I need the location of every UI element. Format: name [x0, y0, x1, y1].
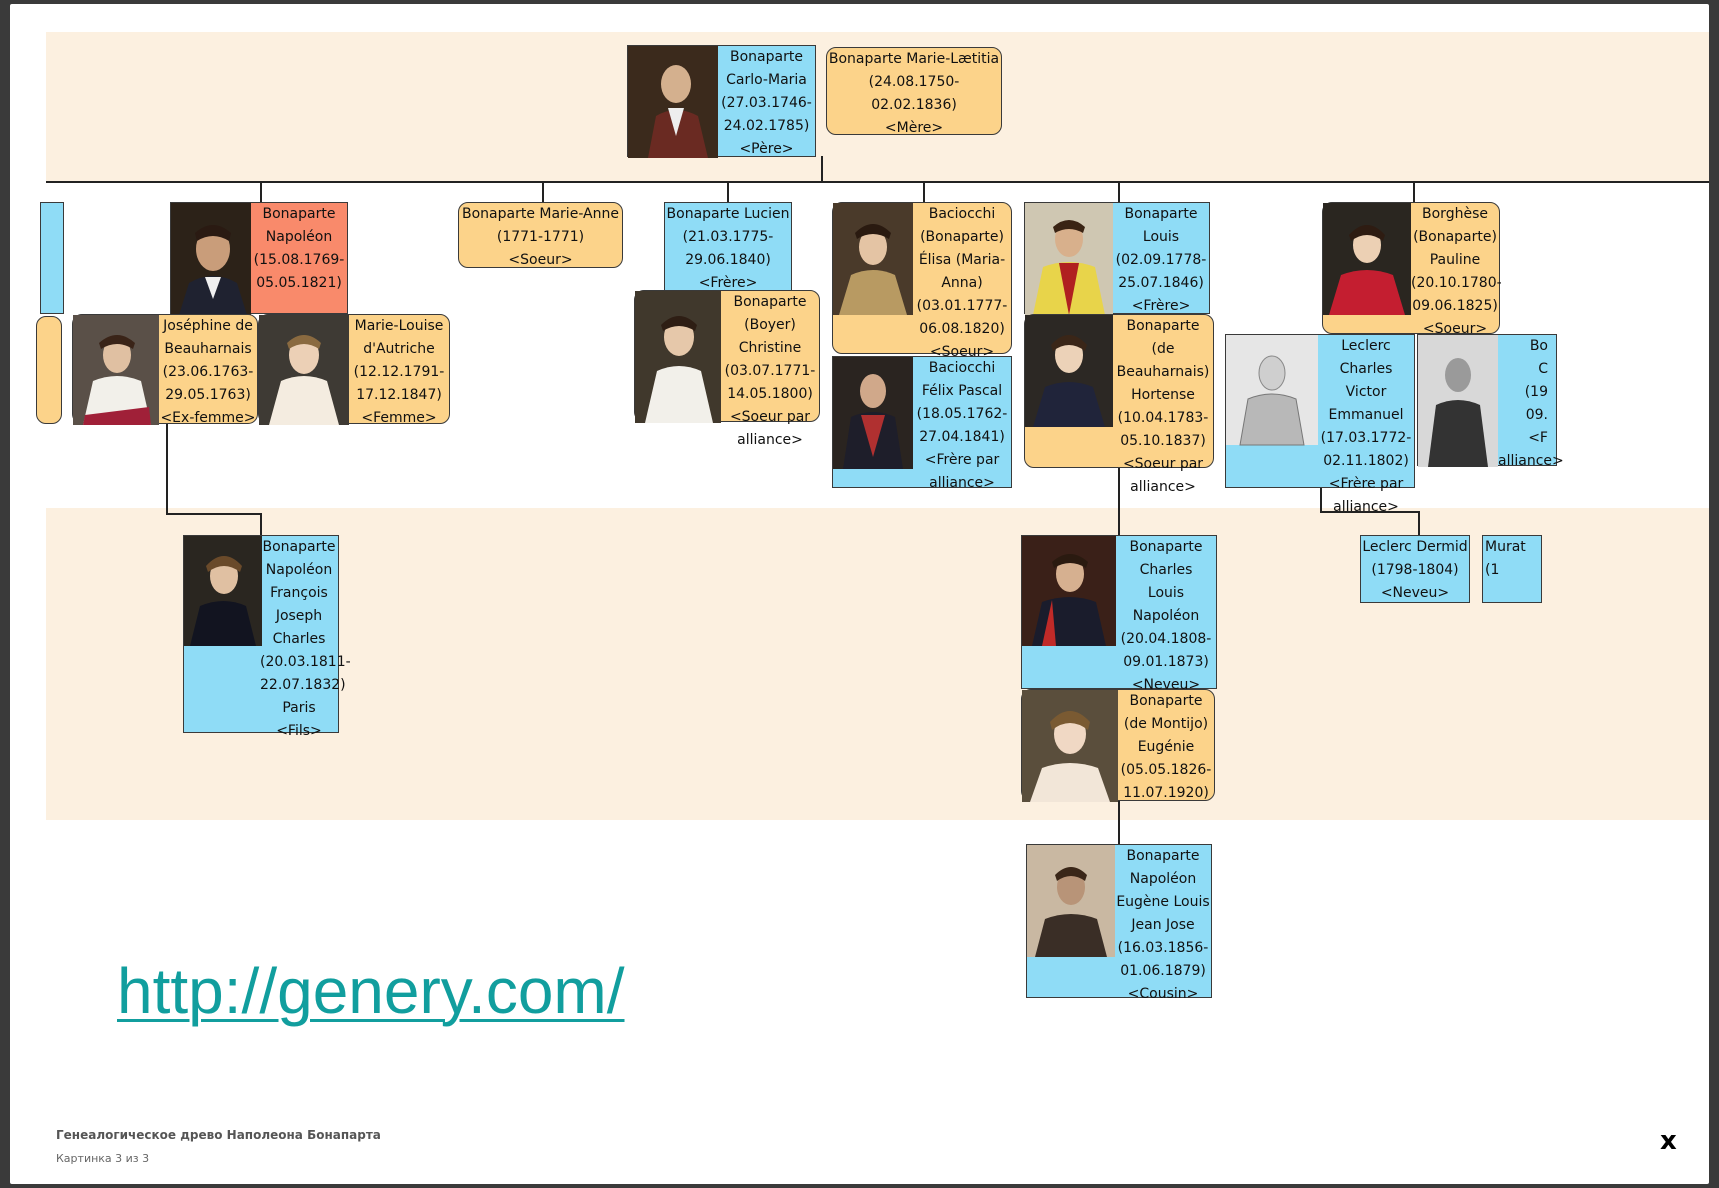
portrait-image: [1323, 203, 1411, 315]
person-card-josephine[interactable]: Joséphine de Beauharnais (23.06.1763- 29…: [72, 314, 258, 426]
connector-line: [260, 182, 262, 204]
person-card-leclerc[interactable]: Leclerc Charles Victor Emmanuel (17.03.1…: [1225, 334, 1415, 515]
connector-line: [542, 182, 544, 204]
person-label: Bonaparte Lucien (21.03.1775- 29.06.1840…: [666, 206, 790, 291]
person-card-partial[interactable]: Bo C (19 09. <F alliance>: [1417, 334, 1564, 469]
portrait-image: [1025, 203, 1113, 315]
person-card-prince-imperial[interactable]: Bonaparte Napoléon Eugène Louis Jean Jos…: [1026, 844, 1212, 1002]
person-card-pauline[interactable]: Borghèse (Bonaparte) Pauline (20.10.1780…: [1322, 202, 1502, 337]
connector-line: [1418, 511, 1420, 535]
connector-line: [1118, 467, 1120, 535]
footer-title: Генеалогическое древо Наполеона Бонапарт…: [56, 1128, 381, 1142]
person-card-carlo-maria[interactable]: Bonaparte Carlo-Maria (27.03.1746- 24.02…: [627, 45, 816, 158]
portrait-image: [635, 291, 721, 423]
portrait-image: [1226, 335, 1318, 446]
portrait-image: [73, 315, 159, 425]
connector-line: [46, 181, 1709, 183]
person-card-partial[interactable]: [40, 202, 64, 314]
person-label: Bonaparte Charles Louis Napoléon (20.04.…: [1120, 539, 1212, 693]
person-card-napoleon-ii[interactable]: Bonaparte Napoléon François Joseph Charl…: [183, 535, 351, 739]
person-label: Bonaparte Napoléon François Joseph Charl…: [260, 539, 351, 739]
portrait-image: [1025, 315, 1113, 427]
portrait-image: [171, 203, 251, 315]
connector-line: [923, 182, 925, 204]
person-label: Bo C (19 09. <F alliance>: [1498, 338, 1564, 469]
connector-line: [1320, 511, 1420, 513]
portrait-image: [1027, 845, 1115, 957]
connector-line: [1118, 182, 1120, 204]
person-label: Leclerc Charles Victor Emmanuel (17.03.1…: [1320, 338, 1412, 515]
person-card-lucien[interactable]: Bonaparte Lucien (21.03.1775- 29.06.1840…: [664, 202, 792, 292]
connector-line: [260, 513, 262, 535]
close-button[interactable]: x: [1660, 1126, 1677, 1156]
person-card-marie-anne[interactable]: Bonaparte Marie-Anne (1771-1771) <Soeur>: [458, 202, 623, 268]
portrait-image: [1022, 536, 1116, 646]
person-label: Bonaparte Marie-Anne (1771-1771) <Soeur>: [462, 206, 619, 268]
person-card-louis[interactable]: Bonaparte Louis (02.09.1778- 25.07.1846)…: [1024, 202, 1210, 315]
person-card-marie-laetitia[interactable]: Bonaparte Marie-Lætitia (24.08.1750- 02.…: [826, 47, 1002, 136]
person-label: Marie-Louise d'Autriche (12.12.1791- 17.…: [353, 318, 445, 426]
person-card-dermid[interactable]: Leclerc Dermid (1798-1804) <Neveu>: [1360, 535, 1470, 603]
connector-line: [1118, 800, 1120, 844]
person-label: Bonaparte Louis (02.09.1778- 25.07.1846)…: [1115, 206, 1207, 314]
person-label: Leclerc Dermid (1798-1804) <Neveu>: [1362, 539, 1468, 601]
person-card-partial[interactable]: Murat (1: [1482, 535, 1542, 603]
person-label: Bonaparte Carlo-Maria (27.03.1746- 24.02…: [721, 49, 812, 157]
portrait-image: [833, 203, 913, 315]
image-viewer: Bonaparte Carlo-Maria (27.03.1746- 24.02…: [10, 4, 1709, 1184]
connector-line: [821, 156, 823, 182]
portrait-image: [1418, 335, 1498, 467]
person-label: Bonaparte (de Montijo) Eugénie (05.05.18…: [1120, 693, 1212, 801]
person-label: Bonaparte (Boyer) Christine (03.07.1771-…: [724, 294, 816, 448]
person-label: Joséphine de Beauharnais (23.06.1763- 29…: [160, 318, 256, 426]
person-card-hortense[interactable]: Bonaparte (de Beauharnais) Hortense (10.…: [1024, 314, 1214, 495]
connector-line: [727, 182, 729, 204]
person-card-napoleon-iii[interactable]: Bonaparte Charles Louis Napoléon (20.04.…: [1021, 535, 1217, 693]
connector-line: [166, 513, 262, 515]
person-card-marie-louise[interactable]: Marie-Louise d'Autriche (12.12.1791- 17.…: [258, 314, 450, 426]
person-label: Bonaparte Marie-Lætitia (24.08.1750- 02.…: [828, 51, 1000, 136]
portrait-image: [628, 46, 718, 158]
person-label: Bonaparte Napoléon (15.08.1769- 05.05.18…: [253, 206, 345, 291]
portrait-image: [184, 536, 262, 646]
portrait-image: [259, 315, 349, 425]
portrait-image: [1022, 690, 1118, 802]
person-label: Baciocchi (Bonaparte) Élisa (Maria- Anna…: [916, 206, 1008, 360]
person-card-partial[interactable]: [36, 316, 62, 424]
connector-line: [166, 424, 168, 514]
person-card-felix[interactable]: Baciocchi Félix Pascal (18.05.1762- 27.0…: [832, 356, 1012, 491]
person-label: Borghèse (Bonaparte) Pauline (20.10.1780…: [1411, 206, 1502, 337]
person-label: Bonaparte Napoléon Eugène Louis Jean Jos…: [1116, 848, 1210, 1002]
connector-line: [1320, 486, 1322, 512]
portrait-image: [833, 357, 913, 469]
source-link[interactable]: http://genery.com/: [117, 955, 625, 1027]
connector-line: [1413, 182, 1415, 204]
person-label: Bonaparte (de Beauharnais) Hortense (10.…: [1116, 318, 1210, 495]
person-label: Murat (1: [1485, 539, 1526, 578]
person-card-elisa[interactable]: Baciocchi (Bonaparte) Élisa (Maria- Anna…: [832, 202, 1012, 360]
person-card-eugenie[interactable]: Bonaparte (de Montijo) Eugénie (05.05.18…: [1021, 689, 1215, 802]
person-label: Baciocchi Félix Pascal (18.05.1762- 27.0…: [916, 360, 1008, 491]
person-card-napoleon[interactable]: Bonaparte Napoléon (15.08.1769- 05.05.18…: [170, 202, 348, 315]
image-counter: Картинка 3 из 3: [56, 1152, 150, 1165]
person-card-christine[interactable]: Bonaparte (Boyer) Christine (03.07.1771-…: [634, 290, 820, 448]
